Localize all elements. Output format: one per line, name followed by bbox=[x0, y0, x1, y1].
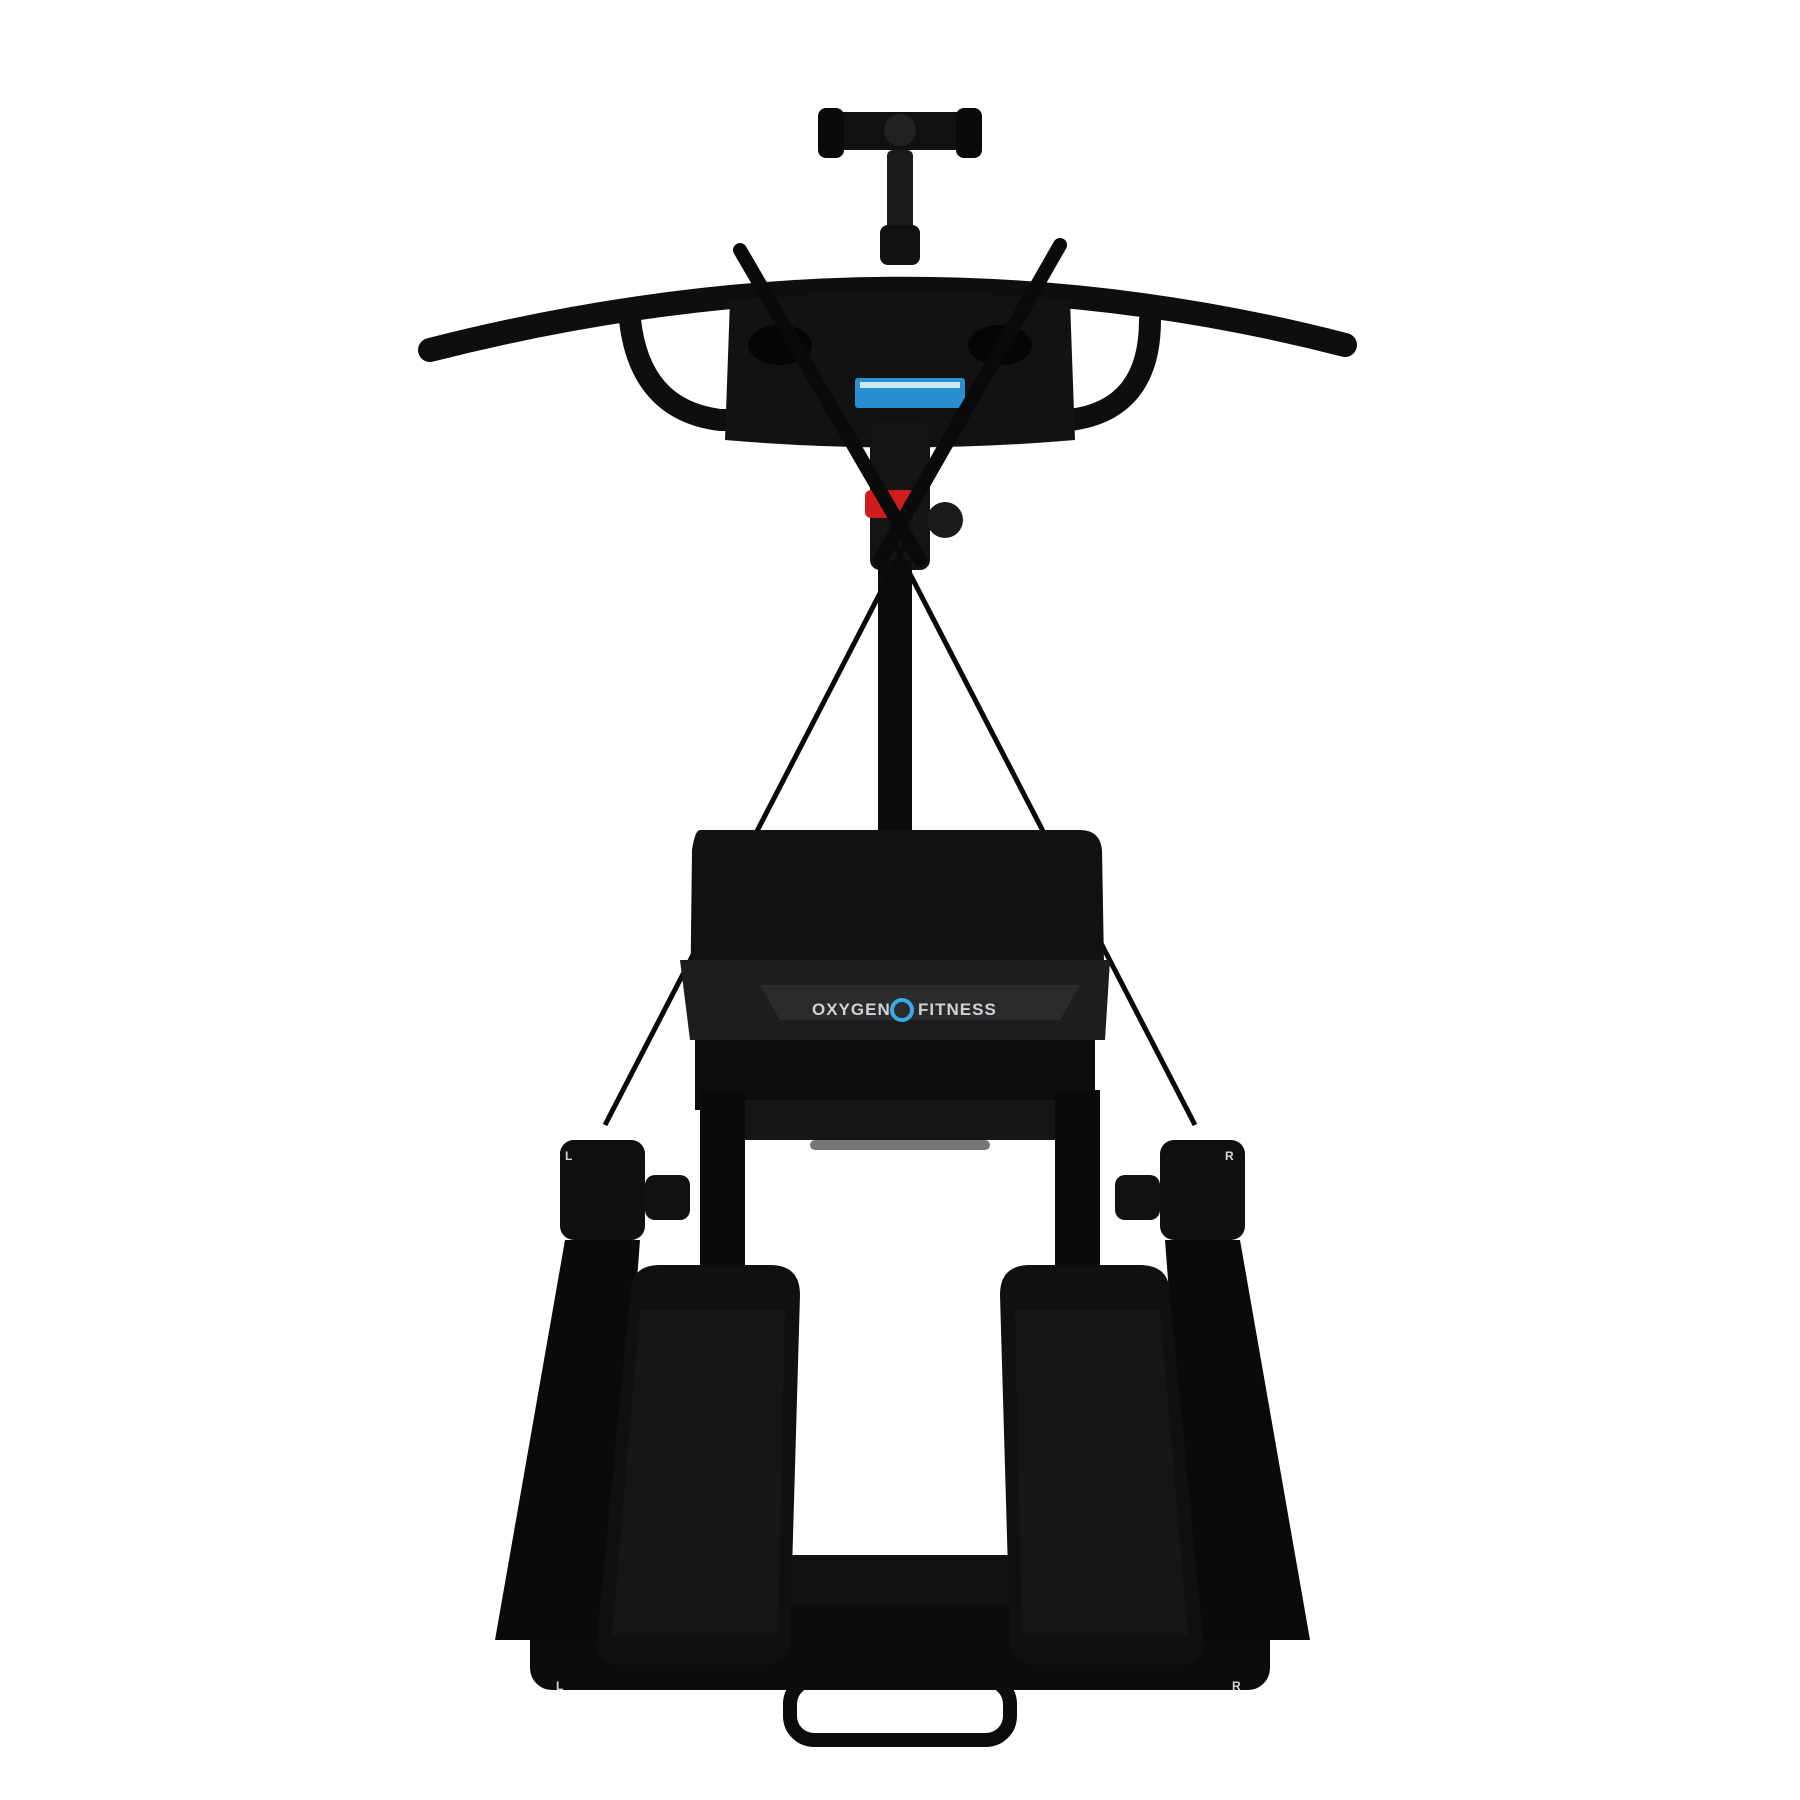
phone-holder-icon bbox=[818, 108, 982, 265]
left-pedal bbox=[596, 1265, 800, 1665]
carry-handle bbox=[783, 1673, 1017, 1747]
right-pedal bbox=[1000, 1265, 1204, 1665]
left-mark-top: L bbox=[565, 1149, 572, 1163]
brand-name-right: FITNESS bbox=[918, 1000, 997, 1019]
right-arm: R R bbox=[1115, 1140, 1310, 1693]
right-mark-top: R bbox=[1225, 1149, 1234, 1163]
right-mark-bottom: R bbox=[1232, 1679, 1241, 1693]
left-arm: L L bbox=[495, 1140, 690, 1693]
brand-name-left: OXYGEN bbox=[812, 1000, 891, 1019]
left-mark-bottom: L bbox=[556, 1679, 563, 1693]
brand-ring-icon bbox=[890, 998, 914, 1022]
base-housing: OXYGEN FITNESS bbox=[680, 830, 1110, 1150]
adjust-knob bbox=[927, 502, 963, 538]
